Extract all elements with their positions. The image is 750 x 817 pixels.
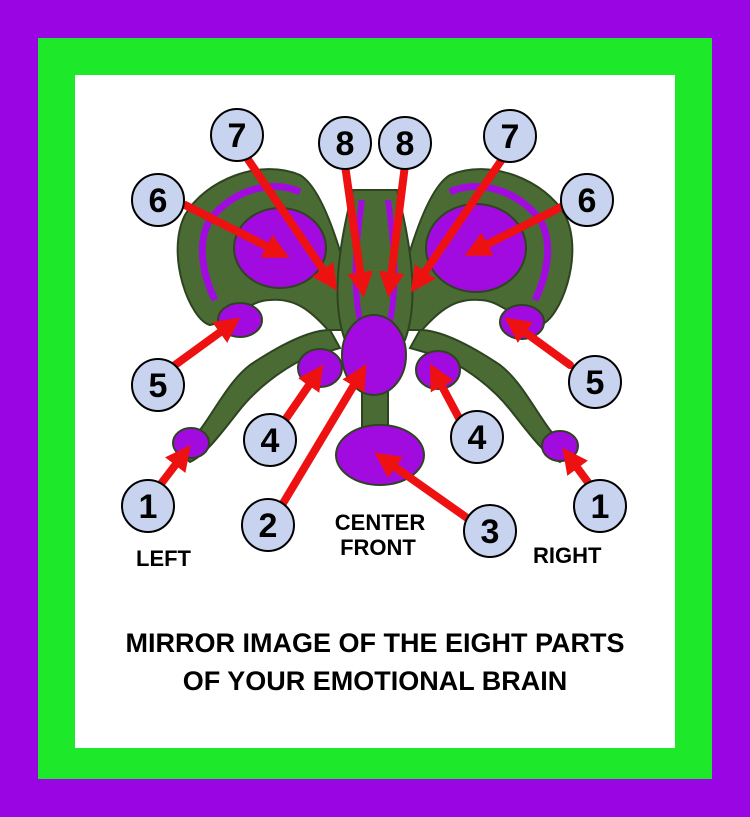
svg-text:2: 2	[259, 507, 278, 545]
marker-left-1: 1	[121, 479, 175, 533]
svg-text:6: 6	[149, 182, 168, 220]
marker-center-2: 2	[241, 498, 295, 552]
arrow-left-5	[171, 317, 241, 369]
arrow-right-5	[504, 317, 574, 369]
svg-text:1: 1	[139, 488, 158, 526]
caption-line-1: MIRROR IMAGE OF THE EIGHT PARTS	[125, 628, 625, 658]
arrow-center-3	[374, 452, 474, 524]
arrow-left-1	[156, 444, 191, 489]
caption: MIRROR IMAGE OF THE EIGHT PARTS OF YOUR …	[75, 624, 675, 700]
svg-text:5: 5	[149, 367, 168, 405]
marker-left-5: 5	[131, 358, 185, 412]
center-structure	[335, 189, 425, 486]
label-right: RIGHT	[533, 543, 602, 568]
svg-text:1: 1	[591, 488, 610, 526]
marker-left-8: 8	[318, 116, 372, 170]
arrow-right-7	[410, 151, 509, 293]
marker-left-7: 7	[210, 108, 264, 162]
marker-right-4: 4	[450, 410, 504, 464]
arrow-right-1	[562, 447, 594, 489]
svg-text:3: 3	[481, 513, 500, 551]
arrow-left-4	[281, 364, 324, 424]
marker-right-5: 5	[568, 355, 622, 409]
marker-right-7: 7	[483, 109, 537, 163]
svg-text:4: 4	[468, 419, 487, 457]
svg-text:7: 7	[501, 118, 520, 156]
marker-left-4: 4	[243, 413, 297, 467]
svg-text:4: 4	[261, 422, 280, 460]
arrow-left-7	[241, 151, 338, 291]
svg-text:5: 5	[586, 364, 605, 402]
svg-text:8: 8	[336, 125, 355, 163]
svg-text:7: 7	[228, 117, 247, 155]
label-center-line2: FRONT	[340, 535, 416, 560]
marker-left-6: 6	[131, 173, 185, 227]
arrow-right-8	[378, 161, 409, 298]
label-left: LEFT	[136, 546, 192, 571]
arrow-left-6	[181, 201, 290, 258]
label-center-line1: CENTER	[335, 510, 426, 535]
marker-right-6: 6	[560, 173, 614, 227]
marker-right-8: 8	[378, 116, 432, 170]
arrow-left-8	[341, 161, 373, 298]
pointer-arrows	[156, 151, 594, 524]
marker-right-1: 1	[573, 479, 627, 533]
arrow-right-6	[464, 201, 569, 256]
arrow-center-2	[278, 364, 367, 509]
number-markers: 7 8 8 7 6 6 5 5	[121, 108, 627, 558]
caption-line-2: OF YOUR EMOTIONAL BRAIN	[182, 666, 568, 696]
arrow-right-4	[429, 363, 464, 424]
svg-text:8: 8	[396, 125, 415, 163]
svg-text:6: 6	[578, 182, 597, 220]
marker-center-3: 3	[463, 504, 517, 558]
